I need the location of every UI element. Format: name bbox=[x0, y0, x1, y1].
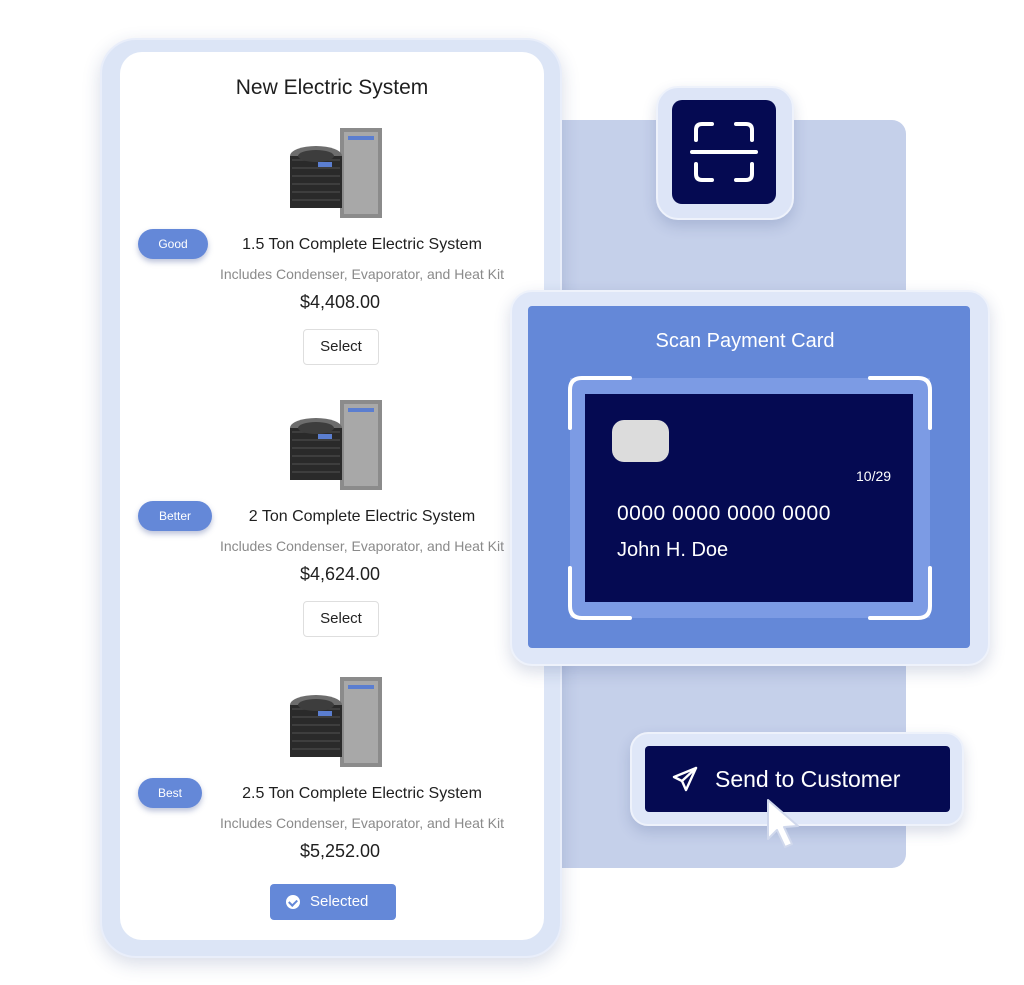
select-button[interactable]: Select bbox=[303, 601, 379, 637]
mouse-pointer-icon bbox=[767, 799, 799, 848]
viewfinder-corners-icon bbox=[568, 376, 932, 620]
product-price: $4,624.00 bbox=[299, 564, 381, 584]
select-button[interactable]: Select bbox=[303, 329, 379, 365]
product-card-good: Good 1.5 Ton Complete Electric System In… bbox=[120, 124, 544, 384]
hvac-unit-image bbox=[290, 677, 382, 767]
hvac-unit-image bbox=[290, 128, 382, 218]
card-expiry: 10/29 bbox=[856, 468, 892, 484]
product-description: Includes Condenser, Evaporator, and Heat… bbox=[219, 815, 505, 831]
selected-label: Selected bbox=[310, 893, 369, 910]
hvac-unit-image bbox=[290, 400, 382, 490]
check-circle-icon bbox=[286, 895, 300, 909]
tier-badge: Better bbox=[138, 501, 212, 531]
selected-button[interactable]: Selected bbox=[270, 884, 396, 920]
product-card-best: Best 2.5 Ton Complete Electric System In… bbox=[120, 673, 544, 933]
product-name: 1.5 Ton Complete Electric System bbox=[242, 236, 482, 253]
product-description: Includes Condenser, Evaporator, and Heat… bbox=[219, 266, 505, 282]
tier-badge: Good bbox=[138, 229, 208, 259]
product-name: 2 Ton Complete Electric System bbox=[248, 508, 476, 525]
product-price: $4,408.00 bbox=[299, 292, 381, 312]
product-price: $5,252.00 bbox=[299, 841, 381, 861]
scan-tile[interactable] bbox=[672, 100, 776, 204]
send-to-customer-button[interactable]: Send to Customer bbox=[645, 746, 950, 812]
page-title: New Electric System bbox=[235, 76, 429, 99]
product-name: 2.5 Ton Complete Electric System bbox=[242, 785, 482, 802]
product-description: Includes Condenser, Evaporator, and Heat… bbox=[219, 538, 505, 554]
card-number: 0000 0000 0000 0000 bbox=[617, 502, 831, 525]
product-card-better: Better 2 Ton Complete Electric System In… bbox=[120, 396, 544, 656]
card-holder-name: John H. Doe bbox=[617, 539, 729, 561]
paper-plane-icon bbox=[672, 766, 698, 792]
scan-frame-icon bbox=[690, 122, 758, 182]
card-chip-icon bbox=[612, 420, 669, 462]
tier-badge: Best bbox=[138, 778, 202, 808]
send-button-label: Send to Customer bbox=[715, 765, 901, 792]
scan-card-title: Scan Payment Card bbox=[655, 330, 835, 352]
